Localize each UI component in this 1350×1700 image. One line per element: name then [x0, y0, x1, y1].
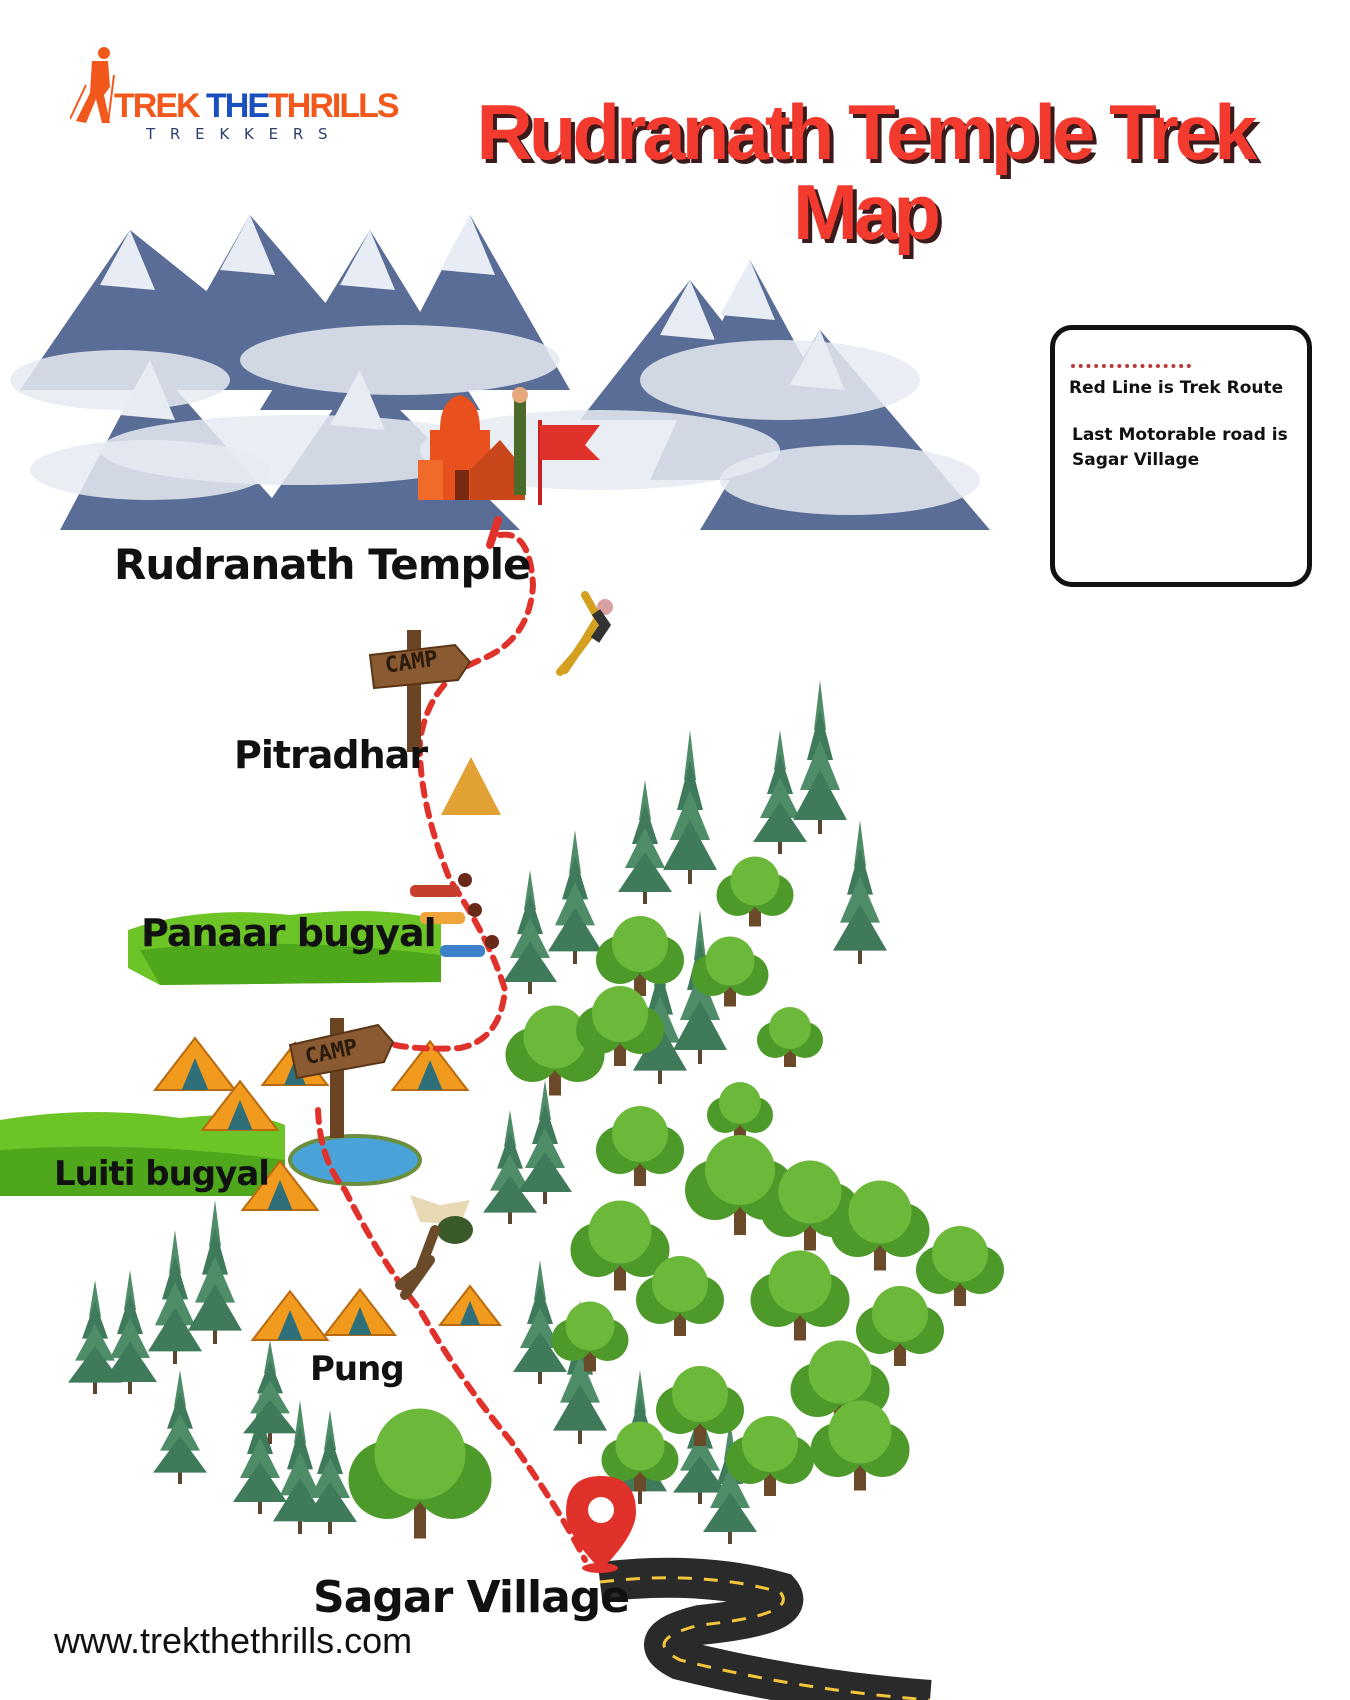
route-legend-swatch	[1071, 364, 1191, 368]
backpacker-illustration	[395, 1195, 473, 1300]
broadleaf-tree	[348, 1408, 492, 1539]
pine-tree	[513, 1260, 567, 1384]
pine-tree	[663, 730, 717, 884]
tent-icon	[250, 1289, 330, 1341]
tent-icon	[390, 1039, 470, 1091]
snow-cap	[330, 370, 385, 430]
pine-tree	[243, 1340, 297, 1444]
mountain-range-illustration	[10, 215, 990, 530]
broadleaf-tree	[551, 1301, 629, 1372]
meadow-patches	[0, 911, 441, 1196]
trek-route-line	[315, 531, 588, 1563]
tent-icon	[200, 1079, 280, 1131]
broadleaf-tree	[576, 986, 664, 1066]
snow-cap	[720, 260, 775, 320]
legend-route-text: Red Line is Trek Route	[1069, 378, 1284, 398]
lake	[288, 1134, 422, 1186]
direction-arrow-icon	[441, 757, 501, 815]
broadleaf-tree	[601, 1421, 679, 1492]
broadleaf-tree	[636, 1256, 724, 1336]
tent-icon	[437, 1284, 503, 1326]
logo-word-trek: TREK	[114, 87, 201, 125]
pine-tree	[833, 820, 887, 964]
broadleaf-tree	[707, 1082, 773, 1142]
location-pin-icon	[566, 1476, 636, 1573]
broadleaf-tree	[916, 1226, 1004, 1306]
pine-tree	[518, 1080, 572, 1204]
pine-tree	[148, 1230, 202, 1364]
brand-logo[interactable]: TREK THE THRILLS T R E K K E R S	[70, 45, 400, 145]
snow-cap	[100, 230, 155, 290]
broadleaf-tree	[760, 1160, 860, 1251]
pine-tree	[103, 1270, 157, 1394]
snow-cap	[660, 280, 715, 340]
place-label-pung: Pung	[310, 1349, 405, 1389]
hiker-logo-icon	[70, 47, 115, 124]
website-link[interactable]: www.trekthethrills.com	[54, 1620, 413, 1661]
broadleaf-tree	[596, 1106, 684, 1186]
broadleaf-tree	[691, 936, 769, 1007]
broadleaf-tree	[757, 1007, 823, 1067]
camp-tents	[152, 1036, 503, 1341]
place-label-rudranath: Rudranath Temple	[114, 540, 531, 589]
broadleaf-tree	[570, 1200, 670, 1291]
legend-road-line1: Last Motorable road is	[1072, 425, 1288, 445]
cloud	[720, 445, 980, 515]
camp-sign-pitradhar	[368, 630, 472, 752]
broadleaf-tree	[716, 856, 794, 927]
pine-tree	[793, 680, 847, 834]
cloud	[10, 350, 230, 410]
logo-subtitle: T R E K K E R S	[146, 125, 333, 143]
broadleaf-tree	[830, 1180, 930, 1271]
legend-road-line2: Sagar Village	[1072, 450, 1200, 470]
broadleaf-tree	[750, 1250, 850, 1341]
tent-icon	[322, 1287, 398, 1336]
pine-tree	[188, 1200, 242, 1344]
page-title-line1: Rudranath Temple Trek	[476, 88, 1257, 176]
broadleaf-tree	[810, 1400, 910, 1491]
pine-tree	[503, 870, 557, 994]
page-title-line2: Map	[793, 168, 941, 256]
logo-word-the: THE	[206, 87, 270, 125]
snow-cap	[220, 215, 275, 275]
hikers-illustration	[410, 873, 499, 957]
place-label-pitradhar: Pitradhar	[234, 733, 428, 777]
climber-illustration	[556, 591, 613, 676]
place-label-luiti: Luiti bugyal	[54, 1154, 270, 1194]
pine-tree	[753, 730, 807, 854]
logo-word-thrills: THRILLS	[268, 87, 400, 125]
snow-cap	[440, 215, 495, 275]
tent-icon	[152, 1036, 238, 1091]
pine-tree	[548, 830, 602, 964]
map-legend: Red Line is Trek Route Last Motorable ro…	[1050, 325, 1312, 587]
pine-tree	[303, 1410, 357, 1534]
pine-tree	[483, 1110, 537, 1224]
trek-route-start	[486, 516, 502, 549]
camp-sign-luiti	[288, 1018, 395, 1138]
place-label-panaar: Panaar bugyal	[141, 911, 437, 955]
pine-tree	[68, 1280, 122, 1394]
cloud	[240, 325, 560, 395]
temple-illustration	[418, 387, 600, 505]
pine-tree	[673, 1390, 727, 1504]
tent-icon	[240, 1159, 320, 1211]
cloud	[30, 440, 270, 500]
place-label-sagar: Sagar Village	[313, 1572, 630, 1623]
pine-tree	[153, 1370, 207, 1484]
road-illustration	[597, 1557, 932, 1700]
cloud	[640, 340, 920, 420]
snow-cap	[340, 230, 395, 290]
pine-tree	[618, 780, 672, 904]
broadleaf-tree	[596, 916, 684, 996]
broadleaf-tree	[856, 1286, 944, 1366]
forest-trees	[68, 680, 1004, 1544]
broadleaf-tree	[656, 1366, 744, 1446]
broadleaf-tree	[726, 1416, 814, 1496]
